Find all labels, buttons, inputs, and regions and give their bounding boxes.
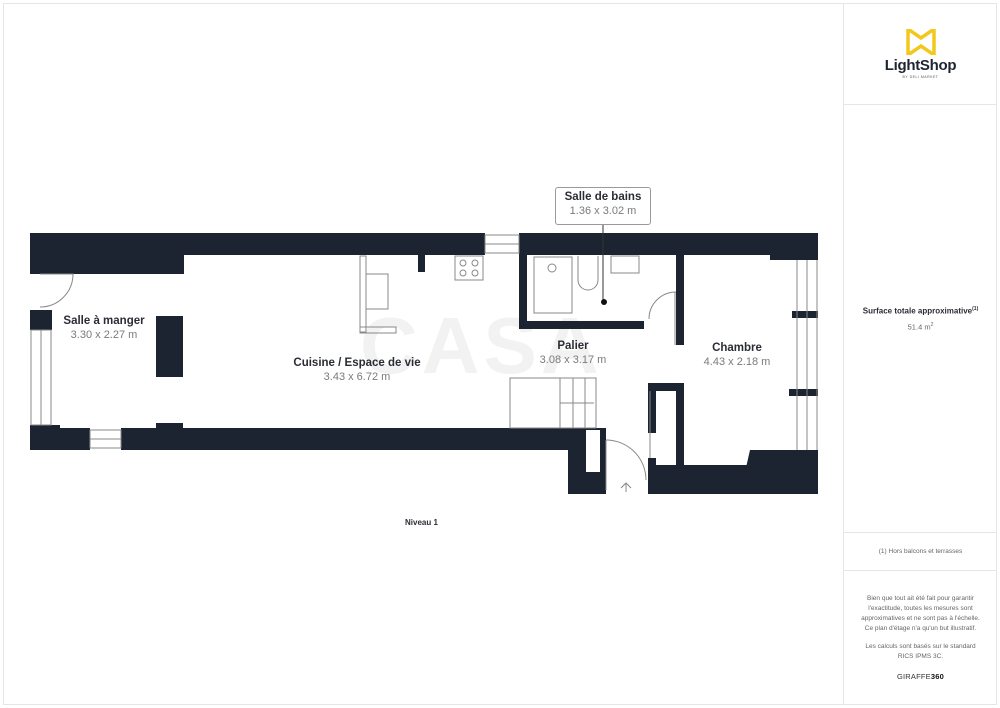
room-name: Salle de bains — [564, 191, 642, 203]
level-label: Niveau 1 — [405, 518, 438, 527]
room-dimensions: 3.08 x 3.17 m — [539, 354, 607, 366]
room-label-bedroom: Chambre 4.43 x 2.18 m — [704, 342, 771, 368]
info-sidebar: LightShop BY DELI MARKET Surface totale … — [843, 4, 997, 704]
room-label-bathroom: Salle de bains 1.36 x 3.02 m — [555, 187, 651, 225]
room-dimensions: 1.36 x 3.02 m — [569, 205, 637, 217]
surface-label: Surface totale approximative(1) — [862, 305, 979, 316]
disclaimer-paragraph: Bien que tout ait été fait pour garantir… — [861, 595, 980, 632]
room-label-landing: Palier 3.08 x 3.17 m — [540, 340, 607, 366]
surface-value: 51.4 m2 — [907, 321, 934, 332]
room-name: Salle à manger — [63, 315, 145, 327]
giraffe360-brand: GIRAFFE360 — [896, 672, 945, 681]
disclaimer: Bien que tout ait été fait pour garantir… — [844, 594, 997, 670]
room-dimensions: 3.30 x 2.27 m — [70, 329, 138, 341]
surface-cell: Surface totale approximative(1) 51.4 m2 — [844, 105, 997, 533]
disclaimer-cell: Bien que tout ait été fait pour garantir… — [844, 571, 997, 704]
disclaimer-paragraph: Les calculs sont basés sur le standard R… — [865, 643, 976, 660]
logo-tagline: BY DELI MARKET — [902, 75, 939, 79]
room-label-kitchen-living: Cuisine / Espace de vie 3.43 x 6.72 m — [293, 357, 420, 383]
room-dimensions: 3.43 x 6.72 m — [323, 371, 391, 383]
logo-name: LightShop — [884, 57, 957, 74]
room-dimensions: 4.43 x 2.18 m — [703, 356, 771, 368]
lightshop-logo-icon — [905, 29, 936, 55]
watermark: CASA — [360, 301, 603, 390]
footnote-cell: (1) Hors balcons et terrasses — [844, 533, 997, 571]
footnote: (1) Hors balcons et terrasses — [878, 548, 963, 555]
room-name: Cuisine / Espace de vie — [293, 357, 421, 369]
logo-cell: LightShop BY DELI MARKET — [844, 4, 997, 105]
room-label-dining: Salle à manger 3.30 x 2.27 m — [63, 315, 144, 341]
room-name: Palier — [557, 340, 589, 352]
room-name: Chambre — [712, 342, 762, 354]
page-frame — [3, 3, 997, 705]
